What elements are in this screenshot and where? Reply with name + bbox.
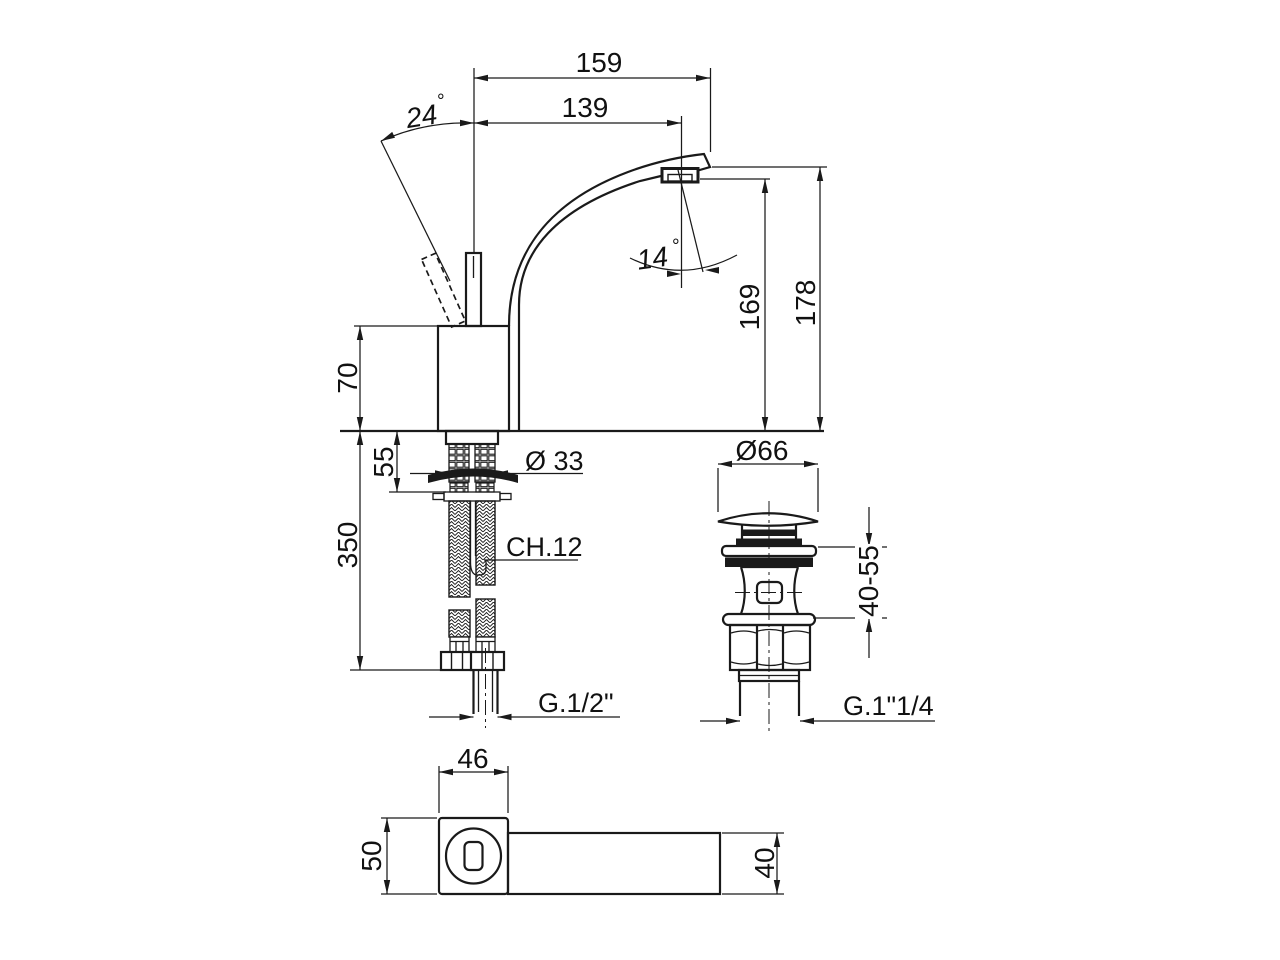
tube-right-lower <box>475 482 495 493</box>
dim-4055-mask <box>855 544 882 619</box>
waste-tailpipe <box>738 681 801 716</box>
dim-350: 350 <box>332 522 363 569</box>
spout-outer-curve <box>507 152 712 327</box>
tip-angle-axis <box>677 169 704 273</box>
under-deck-assembly <box>428 429 518 728</box>
dim-40: 40 <box>749 847 780 878</box>
dim-139: 139 <box>562 92 609 123</box>
dim-24: 24 <box>403 99 440 135</box>
spout-inner-curve <box>517 174 664 431</box>
hose-crimp-right <box>475 636 496 653</box>
shank <box>444 429 500 446</box>
top-view <box>437 816 722 896</box>
dimension-labels: 159 139 24 ° 14 ° 169 178 70 55 350 Ø 33… <box>332 47 934 879</box>
label-ch12: CH.12 <box>506 532 583 562</box>
dim-4055: 40-55 <box>853 545 884 617</box>
topview-handle-slot <box>463 840 484 872</box>
hose-left-lower <box>448 609 471 638</box>
hose-crimp-left <box>449 636 470 653</box>
tube-left-lower <box>449 482 469 493</box>
popup-waste-view <box>717 501 819 731</box>
waste-seal-ring-2 <box>736 538 802 546</box>
label-g114: G.1"1/4 <box>843 691 934 721</box>
clamp-washer <box>428 468 518 483</box>
hose-thread-pipe-inner <box>477 670 494 712</box>
dim-169: 169 <box>734 284 765 331</box>
faucet-body <box>436 324 511 433</box>
handle-lever-tilted-dashed <box>420 252 467 329</box>
dim-70: 70 <box>332 362 363 393</box>
hose-thread-pipe <box>472 670 499 714</box>
hose-nut-right <box>469 650 506 672</box>
hose-left-upper <box>448 500 471 598</box>
dim-o66: Ø66 <box>736 435 789 466</box>
dim-50: 50 <box>356 840 387 871</box>
topview-spout <box>506 831 722 896</box>
hose-nut-left <box>439 650 475 672</box>
dim-24-degree: ° <box>437 91 445 112</box>
mounting-bracket <box>443 491 501 502</box>
waste-hex-nut <box>728 623 812 672</box>
dim-14: 14 <box>635 241 670 276</box>
dim-14-degree: ° <box>672 236 680 257</box>
topview-handle-circle <box>444 827 503 885</box>
hose-right-lower <box>475 598 496 638</box>
waste-cap <box>717 512 819 527</box>
bracket-tab-left <box>432 492 445 501</box>
dim-55: 55 <box>368 446 399 477</box>
dim-159: 159 <box>576 47 623 78</box>
tip-angle-arc <box>629 254 738 271</box>
bracket-tab-right <box>499 492 512 501</box>
dim-178: 178 <box>790 280 821 327</box>
dim-46: 46 <box>457 743 488 774</box>
dim-hole-diameter: Ø 33 <box>525 446 584 476</box>
handle-axis-line <box>380 140 451 282</box>
dimension-lines <box>356 74 935 894</box>
extension-lines <box>350 68 887 895</box>
hose-right-upper <box>475 500 496 586</box>
label-g12: G.1/2" <box>538 688 614 718</box>
